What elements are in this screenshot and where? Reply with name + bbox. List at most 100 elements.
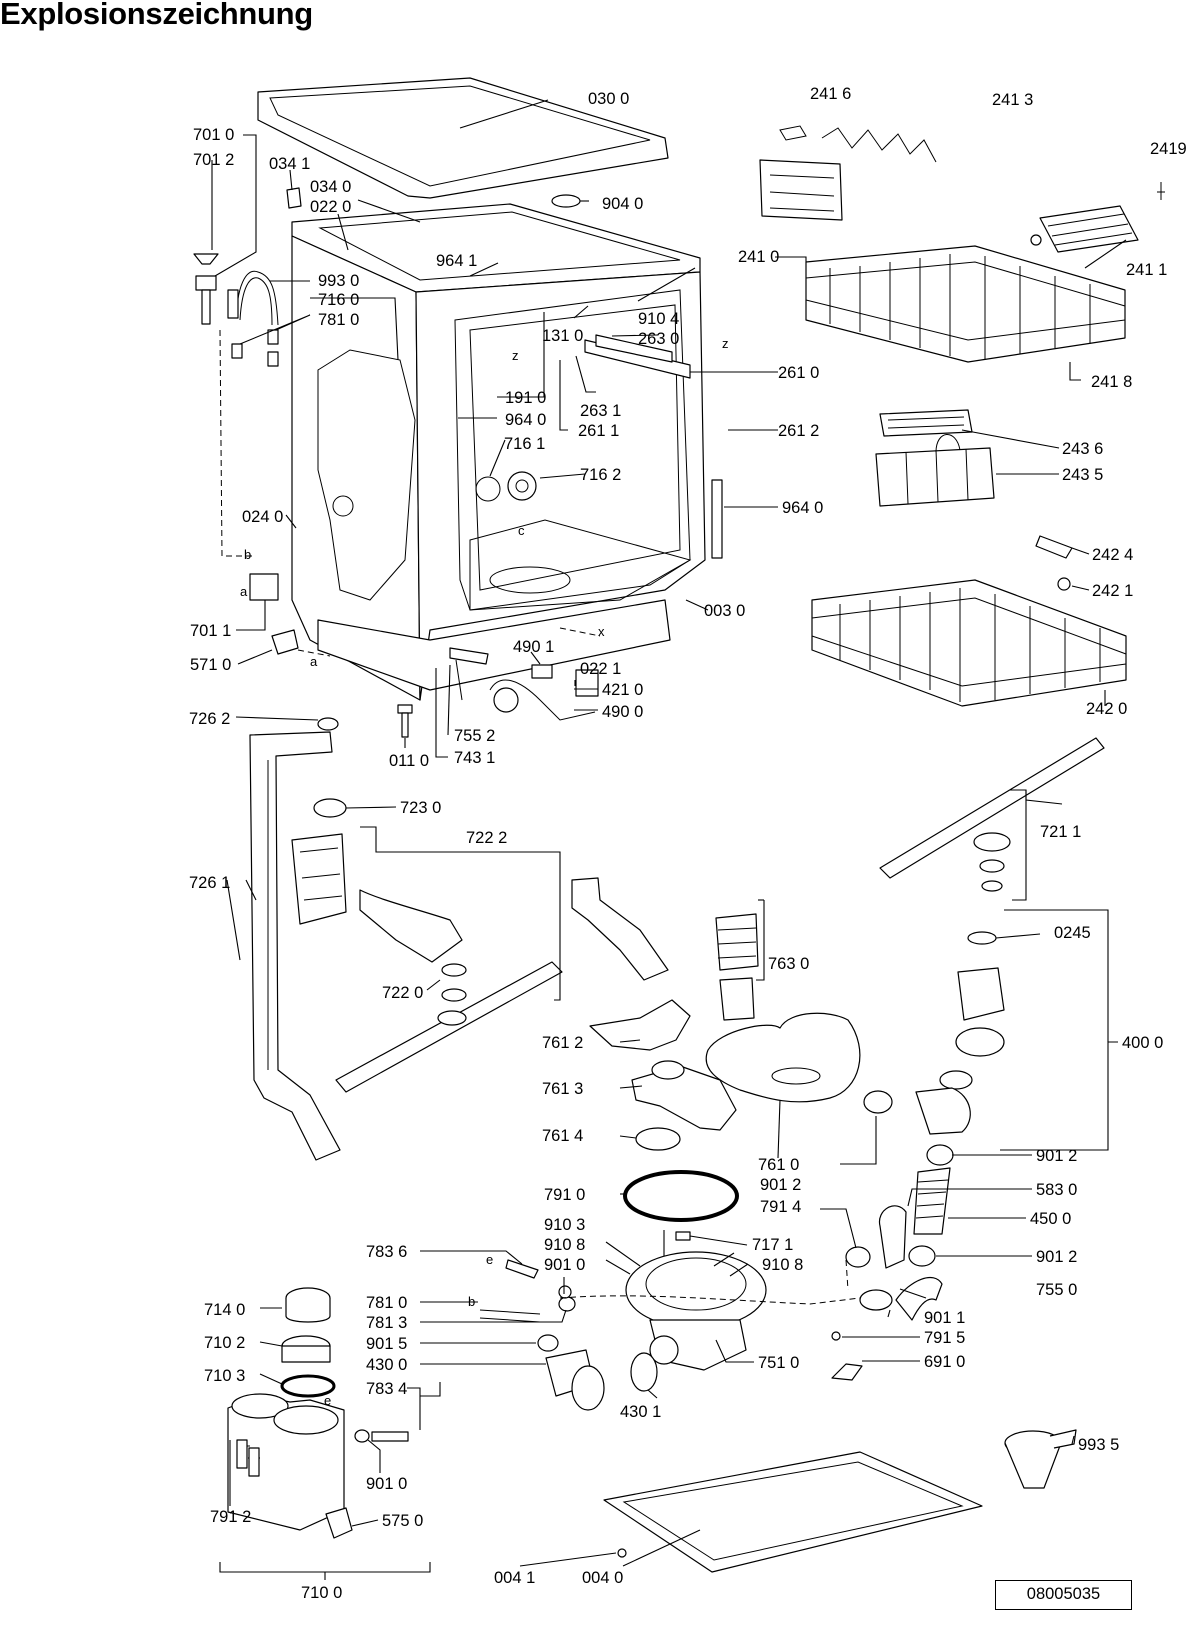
spray-system-drawing [249, 717, 1105, 1411]
marker-a-lower: a [310, 654, 318, 669]
label-701-0: 701 0 [193, 126, 234, 144]
label-716-1: 716 1 [504, 435, 545, 453]
label-791-0: 791 0 [544, 1186, 585, 1204]
label-710-3: 710 3 [204, 1367, 245, 1385]
label-421-0: 421 0 [602, 681, 643, 699]
marker-b-upper: b [244, 547, 251, 562]
label-716-2: 716 2 [580, 466, 621, 484]
label-743-1: 743 1 [454, 749, 495, 767]
page-title: Explosionszeichnung [0, 0, 313, 31]
cabinet-drawing [193, 77, 723, 738]
label-783-6: 783 6 [366, 1243, 407, 1261]
label-701-1: 701 1 [190, 622, 231, 640]
label-721-1: 721 1 [1040, 823, 1081, 841]
label-241-1: 241 1 [1126, 261, 1167, 279]
label-241-3: 241 3 [992, 91, 1033, 109]
label-261-2: 261 2 [778, 422, 819, 440]
label-901-2-mid: 901 2 [760, 1176, 801, 1194]
label-2419: 2419 [1150, 140, 1187, 158]
label-783-4: 783 4 [366, 1380, 407, 1398]
label-710-0: 710 0 [301, 1584, 342, 1602]
label-583-0: 583 0 [1036, 1181, 1077, 1199]
marker-a-upper: a [240, 584, 248, 599]
label-761-4: 761 4 [542, 1127, 583, 1145]
label-131-0: 131 0 [542, 327, 583, 345]
label-791-4: 791 4 [760, 1198, 801, 1216]
label-004-1: 004 1 [494, 1569, 535, 1587]
baskets-drawing [759, 125, 1165, 707]
label-964-0-cabinet: 964 0 [505, 411, 546, 429]
label-904-0: 904 0 [602, 195, 643, 213]
label-241-6: 241 6 [810, 85, 851, 103]
label-910-3: 910 3 [544, 1216, 585, 1234]
label-004-0: 004 0 [582, 1569, 623, 1587]
label-710-2: 710 2 [204, 1334, 245, 1352]
leader-lines [211, 99, 1127, 1580]
label-242-4: 242 4 [1092, 546, 1133, 564]
label-901-0-softener: 901 0 [366, 1475, 407, 1493]
label-241-0: 241 0 [738, 248, 779, 266]
label-781-0: 781 0 [318, 311, 359, 329]
label-575-0: 575 0 [382, 1512, 423, 1530]
marker-x: x [598, 624, 605, 639]
label-761-0: 761 0 [758, 1156, 799, 1174]
label-791-5: 791 5 [924, 1329, 965, 1347]
label-241-8: 241 8 [1091, 373, 1132, 391]
marker-z-left: z [512, 348, 519, 363]
label-901-0-sump: 901 0 [544, 1256, 585, 1274]
label-964-0-door: 964 0 [782, 499, 823, 517]
label-261-1: 261 1 [578, 422, 619, 440]
label-781-3: 781 3 [366, 1314, 407, 1332]
label-430-1: 430 1 [620, 1403, 661, 1421]
label-191-0: 191 0 [505, 389, 546, 407]
part-labels: 030 0 701 0 701 2 034 1 034 0 022 0 904 … [189, 85, 1187, 1602]
label-490-1: 490 1 [513, 638, 554, 656]
label-726-1: 726 1 [189, 874, 230, 892]
label-022-0: 022 0 [310, 198, 351, 216]
label-763-0: 763 0 [768, 955, 809, 973]
label-910-8-left: 910 8 [544, 1236, 585, 1254]
label-761-3: 761 3 [542, 1080, 583, 1098]
label-901-5: 901 5 [366, 1335, 407, 1353]
marker-b-lower: b [468, 1294, 475, 1309]
marker-e-upper: e [486, 1252, 493, 1267]
label-263-1: 263 1 [580, 402, 621, 420]
label-261-0: 261 0 [778, 364, 819, 382]
label-761-2: 761 2 [542, 1034, 583, 1052]
label-011-0: 011 0 [389, 752, 429, 770]
water-softener-drawing [227, 1287, 409, 1539]
base-drawing [603, 1429, 1077, 1573]
label-701-2: 701 2 [193, 151, 234, 169]
label-717-1: 717 1 [752, 1236, 793, 1254]
label-993-0: 993 0 [318, 272, 359, 290]
label-901-2-upper: 901 2 [1036, 1147, 1077, 1165]
label-901-2-lower: 901 2 [1036, 1248, 1077, 1266]
marker-c: c [518, 523, 525, 538]
label-993-5: 993 5 [1078, 1436, 1119, 1454]
label-910-8-right: 910 8 [762, 1256, 803, 1274]
label-030-0: 030 0 [588, 90, 629, 108]
label-716-0: 716 0 [318, 291, 359, 309]
label-755-2: 755 2 [454, 727, 495, 745]
label-571-0: 571 0 [190, 656, 231, 674]
label-490-0: 490 0 [602, 703, 643, 721]
label-0245: 0245 [1054, 924, 1091, 942]
label-910-4: 910 4 [638, 310, 679, 328]
label-242-1: 242 1 [1092, 582, 1133, 600]
label-243-6: 243 6 [1062, 440, 1103, 458]
label-243-5: 243 5 [1062, 466, 1103, 484]
connection-markers: b a a c x z z b e e [240, 336, 729, 1408]
label-263-0: 263 0 [638, 330, 679, 348]
label-901-1: 901 1 [924, 1309, 965, 1327]
label-964-1: 964 1 [436, 252, 477, 270]
label-034-1: 034 1 [269, 155, 310, 173]
label-781-0-hose: 781 0 [366, 1294, 407, 1312]
label-755-0: 755 0 [1036, 1281, 1077, 1299]
label-022-1: 022 1 [580, 660, 621, 678]
label-400-0: 400 0 [1122, 1034, 1163, 1052]
label-430-0: 430 0 [366, 1356, 407, 1374]
label-722-0: 722 0 [382, 984, 423, 1002]
label-003-0: 003 0 [704, 602, 745, 620]
label-751-0: 751 0 [758, 1354, 799, 1372]
